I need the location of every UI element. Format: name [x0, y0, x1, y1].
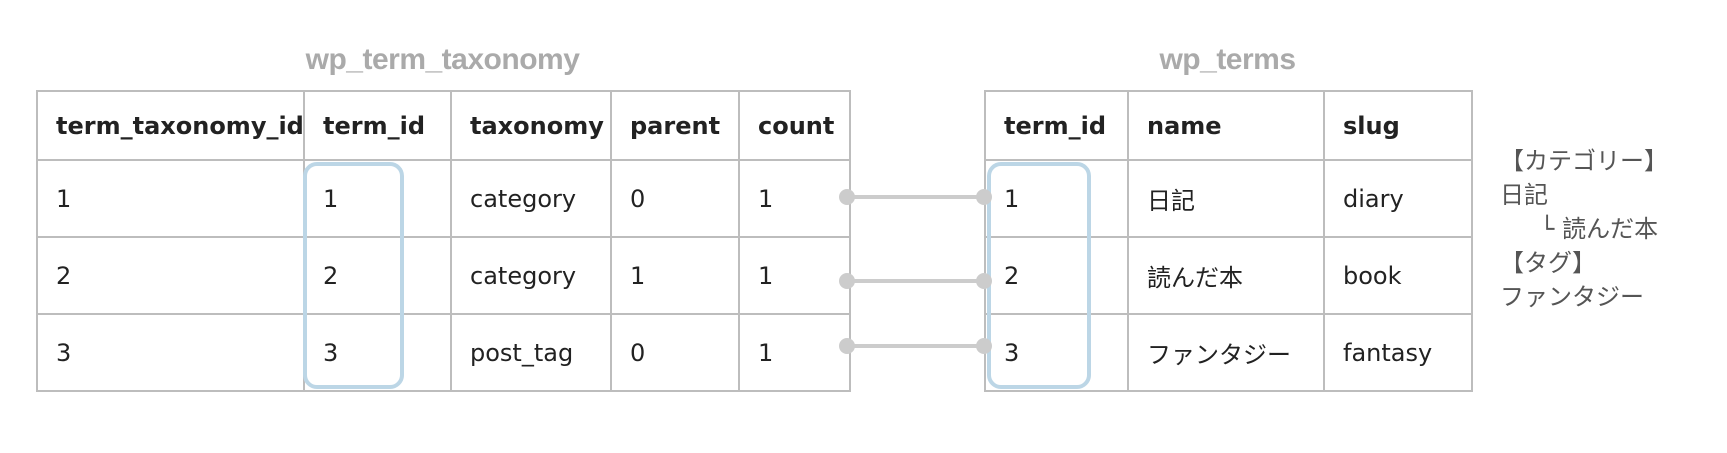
cell-term-taxonomy-id: 2	[36, 236, 305, 315]
column-header-slug: slug	[1323, 90, 1473, 161]
table-row: 2 2 category 1 1	[36, 236, 851, 315]
cell-count: 1	[738, 313, 851, 392]
cell-name: 日記	[1127, 159, 1325, 238]
terms-header-row: term_id name slug	[984, 90, 1473, 161]
term-taxonomy-table-title: wp_term_taxonomy	[305, 43, 580, 76]
tag-item: ファンタジー	[1500, 283, 1644, 311]
cell-term-id: 3	[984, 313, 1129, 392]
terms-table: term_id name slug 1 日記 diary 2 読んだ本 book…	[984, 90, 1473, 392]
cell-term-taxonomy-id: 3	[36, 313, 305, 392]
cell-parent: 1	[610, 236, 740, 315]
table-row: 3 ファンタジー fantasy	[984, 313, 1473, 392]
connector-row-3	[839, 338, 992, 354]
connector-row-1	[839, 189, 992, 205]
cell-slug: diary	[1323, 159, 1473, 238]
term-taxonomy-table: term_taxonomy_id term_id taxonomy parent…	[36, 90, 851, 392]
cell-slug: fantasy	[1323, 313, 1473, 392]
cell-slug: book	[1323, 236, 1473, 315]
cell-term-id: 2	[303, 236, 452, 315]
cell-taxonomy: post_tag	[450, 313, 612, 392]
cell-name: 読んだ本	[1127, 236, 1325, 315]
table-row: 1 日記 diary	[984, 159, 1473, 238]
cell-parent: 0	[610, 159, 740, 238]
connector-dot	[976, 338, 992, 354]
column-header-term-id: term_id	[303, 90, 452, 161]
category-heading: 【カテゴリー】	[1500, 147, 1668, 175]
column-header-count: count	[738, 90, 851, 161]
connector-row-2	[839, 273, 992, 289]
column-header-term-taxonomy-id: term_taxonomy_id	[36, 90, 305, 161]
cell-term-taxonomy-id: 1	[36, 159, 305, 238]
cell-count: 1	[738, 159, 851, 238]
hierarchy-notes: 【カテゴリー】 日記 └ 読んだ本 【タグ】 ファンタジー	[1500, 144, 1668, 314]
cell-name: ファンタジー	[1127, 313, 1325, 392]
connector-dot	[839, 273, 855, 289]
table-row: 2 読んだ本 book	[984, 236, 1473, 315]
category-parent: 日記	[1500, 181, 1548, 209]
cell-count: 1	[738, 236, 851, 315]
connector-dot	[839, 189, 855, 205]
category-child: └ 読んだ本	[1540, 215, 1659, 243]
table-row: 3 3 post_tag 0 1	[36, 313, 851, 392]
column-header-name: name	[1127, 90, 1325, 161]
cell-taxonomy: category	[450, 159, 612, 238]
column-header-term-id: term_id	[984, 90, 1129, 161]
terms-table-title: wp_terms	[1159, 43, 1296, 76]
tag-heading: 【タグ】	[1500, 249, 1596, 277]
cell-parent: 0	[610, 313, 740, 392]
column-header-taxonomy: taxonomy	[450, 90, 612, 161]
cell-taxonomy: category	[450, 236, 612, 315]
column-header-parent: parent	[610, 90, 740, 161]
term-taxonomy-header-row: term_taxonomy_id term_id taxonomy parent…	[36, 90, 851, 161]
connector-dot	[839, 338, 855, 354]
connector-dot	[976, 273, 992, 289]
cell-term-id: 2	[984, 236, 1129, 315]
cell-term-id: 1	[984, 159, 1129, 238]
connector-dot	[976, 189, 992, 205]
